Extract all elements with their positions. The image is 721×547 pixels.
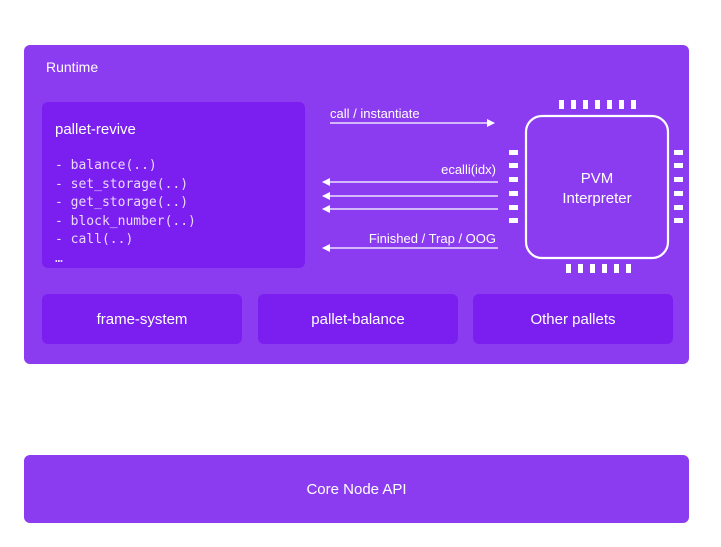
host-function-item: - get_storage(..) (55, 195, 189, 210)
pallet-frame-system: frame-system (42, 294, 242, 344)
host-function-item: - call(..) (55, 232, 134, 247)
pallet-other: Other pallets (473, 294, 673, 344)
host-function-item: - set_storage(..) (55, 176, 189, 192)
pvm-subtitle: Interpreter (562, 190, 631, 207)
pallet-balance: pallet-balance (258, 294, 458, 344)
host-function-item: - balance(..) (55, 158, 157, 173)
pvm-chip-icon: PVM Interpreter (509, 100, 683, 273)
finished-arrow-label: Finished / Trap / OOG (369, 231, 496, 246)
chip-pins-top (559, 100, 636, 109)
runtime-box: Runtime pallet-revive - balance(..) - se… (24, 45, 689, 364)
call-arrow: call / instantiate (330, 106, 495, 127)
finished-arrow: Finished / Trap / OOG (322, 231, 498, 252)
pvm-title: PVM (581, 170, 614, 187)
ecalli-arrows: ecalli(idx) (322, 162, 498, 213)
chip-pins-left (509, 150, 518, 223)
pallet-revive-title: pallet-revive (55, 121, 136, 138)
call-arrow-label: call / instantiate (330, 106, 420, 121)
host-function-item: - block_number(..) (55, 213, 196, 229)
chip-pins-right (674, 150, 683, 223)
runtime-label: Runtime (46, 59, 99, 75)
ecalli-arrow-label: ecalli(idx) (441, 162, 496, 177)
core-node-api-box: Core Node API (24, 455, 689, 523)
host-function-ellipsis: … (55, 250, 63, 266)
pallet-revive-box: pallet-revive - balance(..) - set_storag… (42, 102, 305, 268)
chip-pins-bottom (566, 264, 631, 273)
host-function-list: - balance(..) - set_storage(..) - get_st… (55, 157, 196, 268)
